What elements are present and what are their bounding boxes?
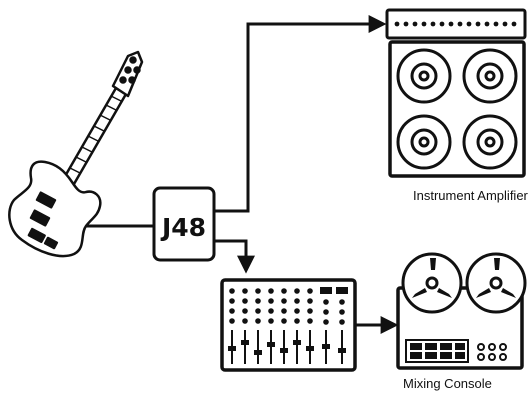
connection-lines bbox=[80, 15, 399, 334]
mixer-icon bbox=[220, 278, 357, 372]
amplifier-caption: Instrument Amplifier bbox=[413, 188, 528, 203]
di-box-label: J48 bbox=[160, 213, 206, 242]
mixing-console-caption: Mixing Console bbox=[403, 376, 492, 391]
di-to-amplifier-line bbox=[214, 15, 387, 213]
di-to-mixer-line bbox=[214, 239, 255, 274]
bass-guitar-icon bbox=[8, 50, 144, 258]
instrument-amplifier-icon bbox=[385, 8, 527, 178]
di-box-icon: J48 bbox=[152, 186, 216, 262]
tape-recorder-icon bbox=[396, 252, 527, 370]
